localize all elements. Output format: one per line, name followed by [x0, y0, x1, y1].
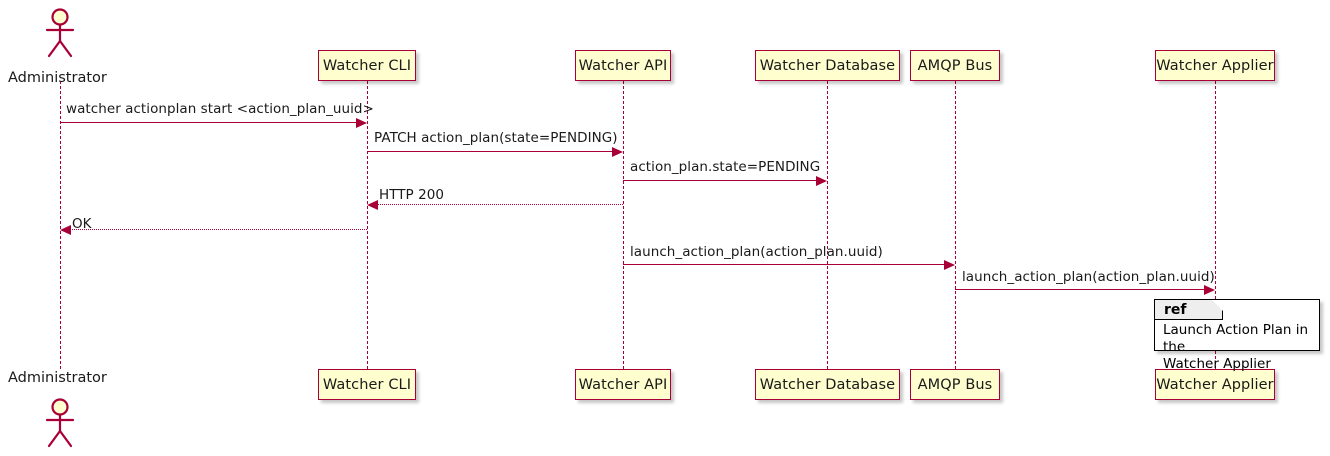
- participant-amqp-bus-bottom[interactable]: AMQP Bus: [910, 369, 1000, 400]
- message-line-7: [955, 289, 1206, 290]
- lifeline-amqp-bus: [955, 81, 956, 369]
- participant-watcher-database-top[interactable]: Watcher Database: [755, 50, 900, 81]
- actor-administrator-bottom: [37, 398, 83, 452]
- message-line-4: [376, 204, 623, 205]
- message-label-2: PATCH action_plan(state=PENDING): [374, 130, 618, 146]
- message-arrowhead-5: [60, 224, 71, 235]
- message-label-3: action_plan.state=PENDING: [630, 159, 821, 175]
- message-label-5: OK: [72, 216, 92, 232]
- message-line-3: [623, 180, 818, 181]
- message-label-1: watcher actionplan start <action_plan_uu…: [66, 101, 374, 117]
- participant-amqp-bus-top[interactable]: AMQP Bus: [910, 50, 1000, 81]
- message-label-7: launch_action_plan(action_plan.uuid): [962, 269, 1215, 285]
- participant-watcher-api-bottom[interactable]: Watcher API: [575, 369, 671, 400]
- message-line-6: [623, 264, 946, 265]
- ref-fragment-body-line-2: Watcher Applier: [1163, 356, 1271, 372]
- message-arrowhead-1: [356, 117, 367, 128]
- message-arrowhead-7: [1204, 284, 1215, 295]
- message-label-4: HTTP 200: [379, 187, 445, 203]
- participant-watcher-cli-bottom[interactable]: Watcher CLI: [318, 369, 416, 400]
- lifeline-watcher-database: [827, 81, 828, 369]
- participant-label-administrator-top: Administrator: [8, 70, 107, 86]
- lifeline-watcher-cli: [367, 81, 368, 369]
- lifeline-watcher-applier: [1215, 81, 1216, 369]
- actor-administrator-top: [37, 8, 83, 62]
- participant-watcher-applier-top[interactable]: Watcher Applier: [1155, 50, 1275, 81]
- message-line-1: [60, 122, 358, 123]
- ref-fragment-body-line-1: Launch Action Plan in the: [1163, 322, 1309, 355]
- message-arrowhead-3: [816, 175, 827, 186]
- message-arrowhead-6: [944, 259, 955, 270]
- participant-watcher-database-bottom[interactable]: Watcher Database: [755, 369, 900, 400]
- ref-fragment-tab: ref: [1155, 300, 1223, 320]
- message-label-6: launch_action_plan(action_plan.uuid): [630, 244, 883, 260]
- message-arrowhead-4: [367, 199, 378, 210]
- message-line-2: [367, 151, 614, 152]
- participant-label-administrator-bottom: Administrator: [8, 370, 107, 386]
- participant-watcher-cli-top[interactable]: Watcher CLI: [318, 50, 416, 81]
- participant-watcher-api-top[interactable]: Watcher API: [575, 50, 671, 81]
- message-arrowhead-2: [612, 146, 623, 157]
- message-line-5: [69, 229, 367, 230]
- lifeline-watcher-api: [623, 81, 624, 369]
- participant-watcher-applier-bottom[interactable]: Watcher Applier: [1155, 369, 1275, 400]
